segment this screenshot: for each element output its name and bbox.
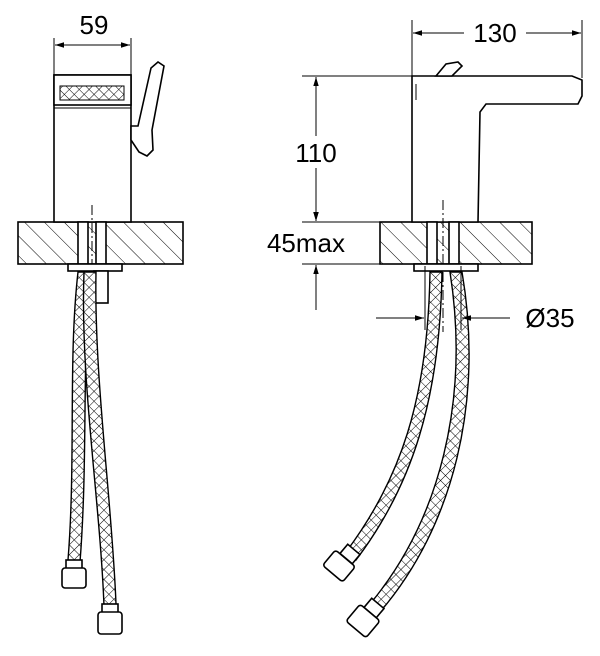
side-view: 130 110 45max Ø35 xyxy=(267,18,583,638)
side-hose-2 xyxy=(369,271,470,613)
length-dimension-label: 130 xyxy=(473,18,516,48)
front-hose-2 xyxy=(82,271,117,607)
side-body-spout xyxy=(411,75,583,223)
front-lever xyxy=(130,60,165,157)
front-aerator xyxy=(59,85,125,101)
side-mount-plate xyxy=(413,263,479,272)
front-mount-plate xyxy=(67,263,123,272)
side-lever xyxy=(434,61,464,77)
diameter-dimension-label: Ø35 xyxy=(525,303,574,333)
front-hose-nut-2 xyxy=(97,603,123,635)
side-hose-nut-1 xyxy=(323,543,362,582)
height-dimension-label: 110 xyxy=(295,138,336,168)
width-dimension-label: 59 xyxy=(80,10,109,40)
front-view: 59 xyxy=(17,10,184,635)
front-hose-nut-1 xyxy=(61,559,87,589)
side-hose-nut-2 xyxy=(346,597,386,638)
deck-dimension-label: 45max xyxy=(267,228,345,258)
